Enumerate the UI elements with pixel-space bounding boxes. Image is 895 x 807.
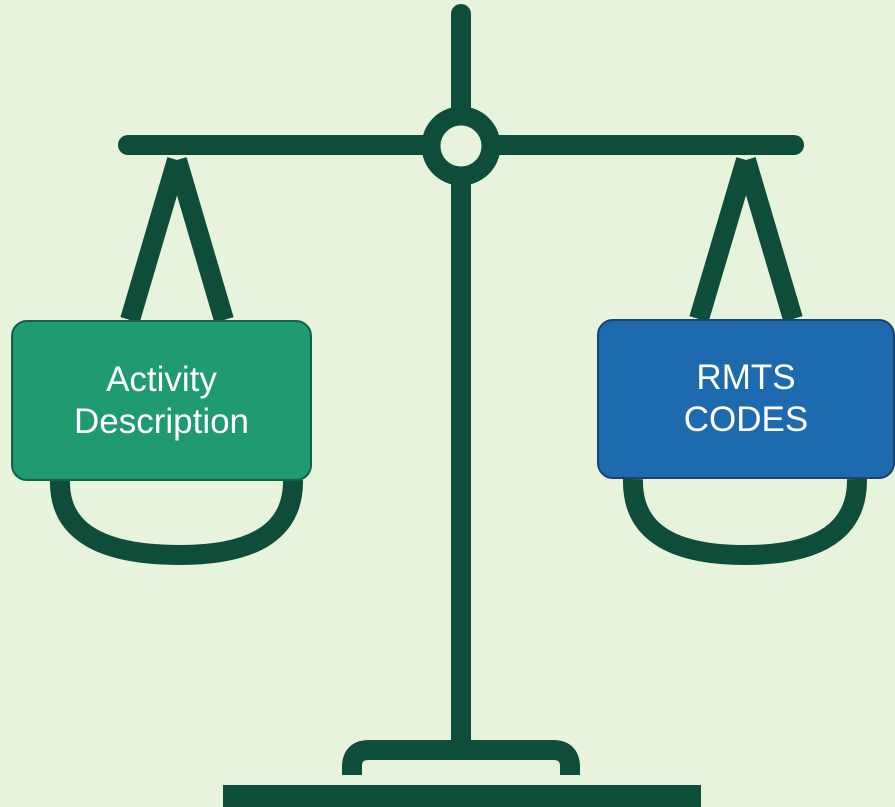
right-string-inner [736,157,803,322]
left-string-outer [120,157,187,323]
pivot-ring [421,106,501,186]
rmts-codes-box: RMTS CODES [597,319,895,479]
right-pan-bowl [622,478,868,565]
base-plate [223,785,701,807]
left-box-line-1: Activity [106,359,217,399]
right-box-line-1: RMTS [696,358,796,397]
right-string-outer [689,157,756,322]
left-pan-bowl [49,479,304,565]
activity-description-box: Activity Description [11,320,312,481]
left-box-line-2: Description [73,401,250,441]
base-arch [342,740,580,777]
right-box-line-2: CODES [683,400,809,439]
left-string-inner [167,157,234,323]
